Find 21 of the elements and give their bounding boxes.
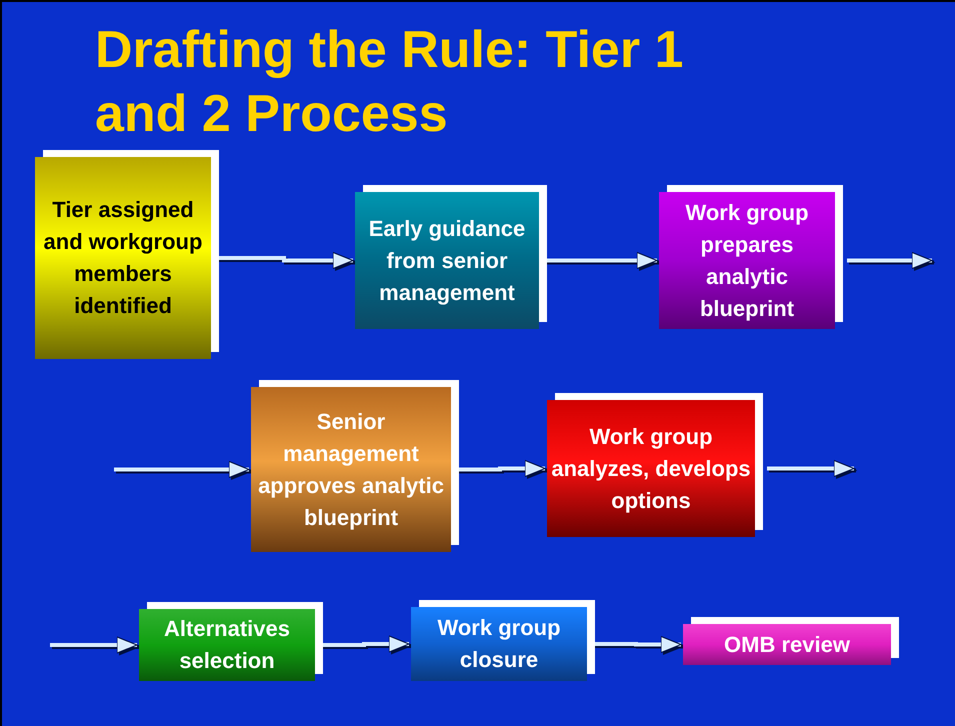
process-box — [35, 157, 211, 359]
process-box — [683, 624, 891, 665]
box-label: Early guidance from senior management — [368, 214, 526, 307]
process-box — [659, 192, 835, 329]
box-label: Senior management approves analytic blueprint — [257, 408, 445, 532]
arrow — [50, 636, 138, 654]
process-box — [411, 607, 587, 681]
process-box — [547, 400, 755, 537]
box-label: Alternatives selection — [163, 615, 291, 675]
process-box — [139, 609, 315, 681]
box-label: Work group closure — [436, 614, 562, 674]
title: Drafting the Rule: Tier 1 and 2 Process — [95, 20, 684, 145]
arrow — [114, 461, 250, 478]
arrow — [847, 252, 932, 269]
box-label: Work group prepares analytic blueprint — [684, 198, 810, 323]
box-label: Tier assigned and workgroup members identified — [42, 196, 204, 320]
process-box — [355, 192, 539, 329]
process-box — [251, 387, 451, 552]
box-label: OMB review — [724, 630, 850, 658]
box-label: Work group analyzes, develops options — [551, 422, 751, 515]
arrow — [767, 460, 854, 477]
